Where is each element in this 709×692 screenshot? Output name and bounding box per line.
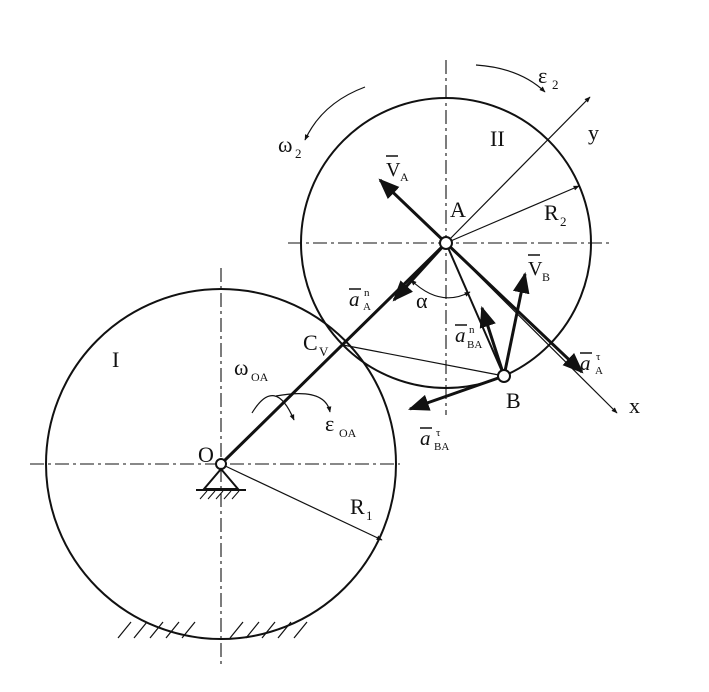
vector-VB — [502, 271, 530, 377]
label-aBAt: a — [420, 426, 431, 450]
y-axis — [445, 96, 591, 244]
label-aBAn-sub: BA — [467, 339, 482, 351]
label-aBAt-sub: BA — [434, 441, 449, 453]
label-aAn: a — [349, 287, 360, 311]
epsilon2-arc-icon — [475, 64, 546, 93]
ground-hatch-icon — [117, 621, 308, 639]
vector-aAn — [392, 241, 448, 302]
omega2-arc-icon — [304, 86, 366, 141]
vector-aBAn — [479, 306, 506, 377]
label-epsilon2: ε — [538, 63, 547, 88]
label-wheel-II: II — [490, 126, 505, 151]
label-aBAn-sup: n — [469, 324, 475, 336]
label-wheel-I: I — [112, 347, 119, 372]
label-aAn-sup: n — [364, 287, 370, 299]
label-R2-sub: 2 — [560, 214, 567, 229]
label-aAn-sub: A — [363, 301, 371, 313]
epsilonOA-arc-icon — [275, 393, 332, 413]
radius-R2 — [445, 185, 580, 244]
vector-aAt — [444, 241, 584, 374]
vector-VA — [378, 178, 448, 245]
label-epsilonOA-sub: OA — [339, 426, 357, 440]
label-aAt-sup: τ — [596, 351, 601, 363]
label-aBAn: a — [455, 323, 466, 347]
radius-R1 — [220, 463, 383, 541]
omegaOA-arc-icon — [251, 395, 295, 421]
label-y: y — [588, 120, 599, 145]
pin-support-icon — [196, 458, 246, 500]
label-A: A — [450, 197, 466, 222]
label-VA: V — [386, 159, 401, 181]
label-x: x — [629, 393, 640, 418]
label-R2: R — [544, 200, 559, 225]
label-epsilonOA: ε — [325, 411, 334, 436]
label-Cv-sub: V — [319, 344, 329, 359]
label-R1: R — [350, 494, 365, 519]
wheel-I — [45, 288, 397, 640]
label-VB-sub: B — [542, 270, 550, 284]
angle-alpha-arc — [410, 279, 471, 299]
label-B: B — [506, 388, 521, 413]
segment-CvB — [342, 344, 505, 377]
label-Cv: C — [303, 330, 318, 355]
label-aAt: a — [580, 351, 591, 375]
vector-aBAt — [408, 374, 505, 411]
label-omega2: ω — [278, 132, 292, 157]
joint-A — [439, 236, 453, 250]
joint-B — [497, 369, 511, 383]
label-omegaOA: ω — [234, 355, 248, 380]
label-omegaOA-sub: OA — [251, 370, 269, 384]
crank-OA — [219, 241, 448, 466]
label-VA-sub: A — [400, 170, 409, 184]
label-R1-sub: 1 — [366, 508, 373, 523]
label-epsilon2-sub: 2 — [552, 77, 559, 92]
label-aBAt-sup: τ — [436, 427, 441, 439]
label-alpha: α — [416, 288, 428, 313]
label-omega2-sub: 2 — [295, 146, 302, 161]
label-VB: V — [528, 258, 543, 280]
segment-AB — [445, 242, 505, 377]
label-aAt-sub: A — [595, 365, 603, 377]
label-O: O — [198, 442, 214, 467]
wheel-II — [300, 97, 592, 389]
